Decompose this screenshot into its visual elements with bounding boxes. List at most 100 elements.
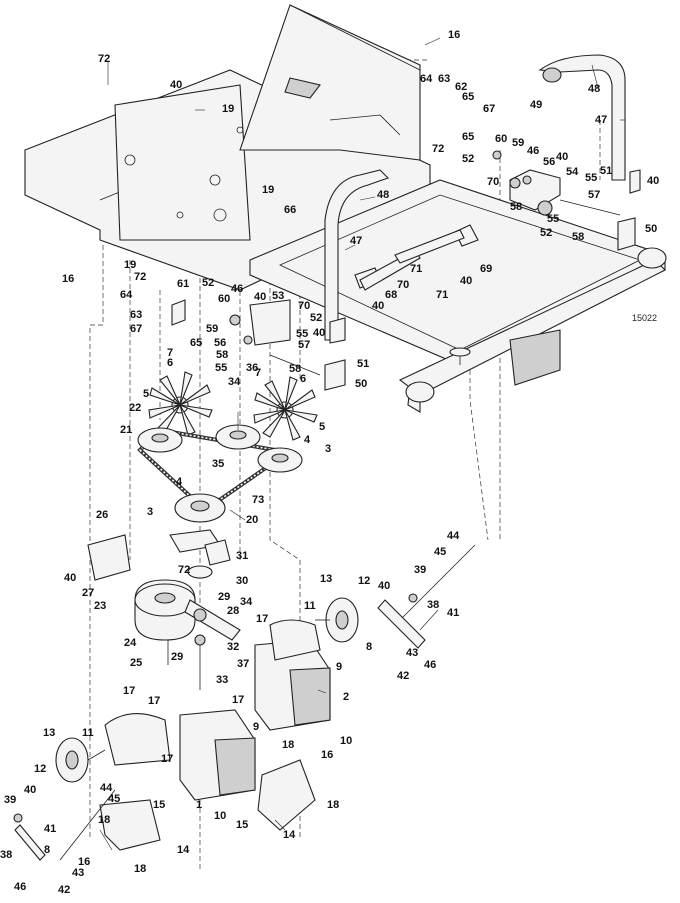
callout-c60a: 60 (495, 133, 507, 145)
callout-c5b: 5 (319, 421, 325, 433)
callout-c3a: 3 (325, 443, 331, 455)
callout-c8b: 8 (44, 844, 50, 856)
callout-c47a: 47 (595, 114, 607, 126)
callout-c14a: 14 (283, 829, 296, 841)
callout-c70a: 70 (487, 176, 499, 188)
callout-c65c: 65 (190, 337, 202, 349)
callout-c51a: 51 (600, 165, 612, 177)
callout-c55b: 55 (547, 213, 559, 225)
callout-c34a: 34 (228, 376, 241, 388)
callout-c13b: 13 (43, 727, 55, 739)
callout-c18c: 18 (98, 814, 110, 826)
callout-c41b: 41 (44, 823, 56, 835)
callout-c18b: 18 (327, 799, 339, 811)
callout-c4a: 4 (304, 434, 311, 446)
callout-c18d: 18 (134, 863, 146, 875)
transmission-left (55, 709, 256, 801)
callout-c44b: 44 (100, 782, 113, 794)
fan-left (148, 371, 213, 436)
callout-c70b: 70 (298, 300, 310, 312)
callout-c65b: 65 (462, 131, 474, 143)
callout-c38b: 38 (0, 849, 12, 861)
callout-c69: 69 (480, 263, 492, 275)
callout-c9a: 9 (336, 661, 342, 673)
callout-c41a: 41 (447, 607, 459, 619)
seat-back-panel (239, 4, 421, 161)
callout-c4b: 4 (176, 476, 183, 488)
callout-c10a: 10 (340, 735, 352, 747)
callout-c9b: 9 (253, 721, 259, 733)
frame-dampers (354, 224, 479, 291)
callout-c45b: 45 (108, 793, 120, 805)
callout-c58d: 58 (289, 363, 301, 375)
callout-c19b: 19 (262, 184, 274, 196)
callout-c6b: 6 (300, 373, 306, 385)
callout-c29b: 29 (171, 651, 183, 663)
callout-c1: 1 (196, 799, 202, 811)
callout-c55d: 55 (215, 362, 227, 374)
callout-c24: 24 (124, 637, 137, 649)
callout-c40h: 40 (64, 572, 76, 584)
callout-c52b: 52 (540, 227, 552, 239)
callout-c40f: 40 (372, 300, 384, 312)
callout-c31: 31 (236, 550, 248, 562)
callout-c51b: 51 (357, 358, 369, 370)
callout-c36: 36 (246, 362, 258, 374)
callout-c62a: 62 (455, 81, 467, 93)
callout-c50a: 50 (645, 223, 657, 235)
callout-c40d: 40 (254, 291, 266, 303)
callout-c46a: 46 (527, 145, 539, 157)
callout-c5a: 5 (143, 388, 149, 400)
callout-c71a: 71 (410, 263, 422, 275)
callout-c61: 61 (177, 278, 189, 290)
callout-c19a: 19 (222, 103, 234, 115)
callout-c55c: 55 (296, 328, 308, 340)
control-rods (13, 544, 476, 861)
callout-c60b: 60 (218, 293, 230, 305)
callout-c10b: 10 (214, 810, 226, 822)
callout-c59b: 59 (206, 323, 218, 335)
lap-bar-hardware-right (492, 150, 641, 251)
callout-c37: 37 (237, 658, 249, 670)
callout-c70c: 70 (397, 279, 409, 291)
callout-c50b: 50 (355, 378, 367, 390)
callout-c58c: 58 (216, 349, 228, 361)
callout-c40g: 40 (313, 327, 325, 339)
callout-c14b: 14 (177, 844, 190, 856)
drawing-code: 15022 (632, 313, 657, 323)
callout-c33: 33 (216, 674, 228, 686)
callout-c58a: 58 (510, 201, 522, 213)
transmission-right (254, 597, 359, 731)
callout-c40e: 40 (460, 275, 472, 287)
callout-c7b: 7 (255, 367, 261, 379)
callout-c58b: 58 (572, 231, 584, 243)
callout-c54: 54 (566, 166, 579, 178)
clutch-assembly (87, 529, 241, 690)
callout-c25: 25 (130, 657, 142, 669)
callout-c3b: 3 (147, 506, 153, 518)
callout-c47b: 47 (350, 235, 362, 247)
callout-c32: 32 (227, 641, 239, 653)
callout-c72b: 72 (432, 143, 444, 155)
callout-c68: 68 (385, 289, 397, 301)
callout-c35: 35 (212, 458, 224, 470)
callout-c63b: 63 (130, 309, 142, 321)
callout-c39b: 39 (4, 794, 16, 806)
callout-c28: 28 (227, 605, 239, 617)
callout-c20: 20 (246, 514, 258, 526)
callout-c21: 21 (120, 424, 132, 436)
callout-c59a: 59 (512, 137, 524, 149)
callout-c72d: 72 (178, 564, 190, 576)
callout-c17e: 17 (161, 753, 173, 765)
callout-c16d: 16 (78, 856, 90, 868)
callout-c56a: 56 (543, 156, 555, 168)
callout-c42a: 42 (397, 670, 409, 682)
callout-c45a: 45 (434, 546, 446, 558)
callout-c46c: 46 (424, 659, 436, 671)
callout-c42b: 42 (58, 884, 70, 896)
callout-c12b: 12 (34, 763, 46, 775)
callout-c17d: 17 (232, 694, 244, 706)
callout-c2: 2 (343, 691, 349, 703)
callout-c40a: 40 (170, 79, 182, 91)
